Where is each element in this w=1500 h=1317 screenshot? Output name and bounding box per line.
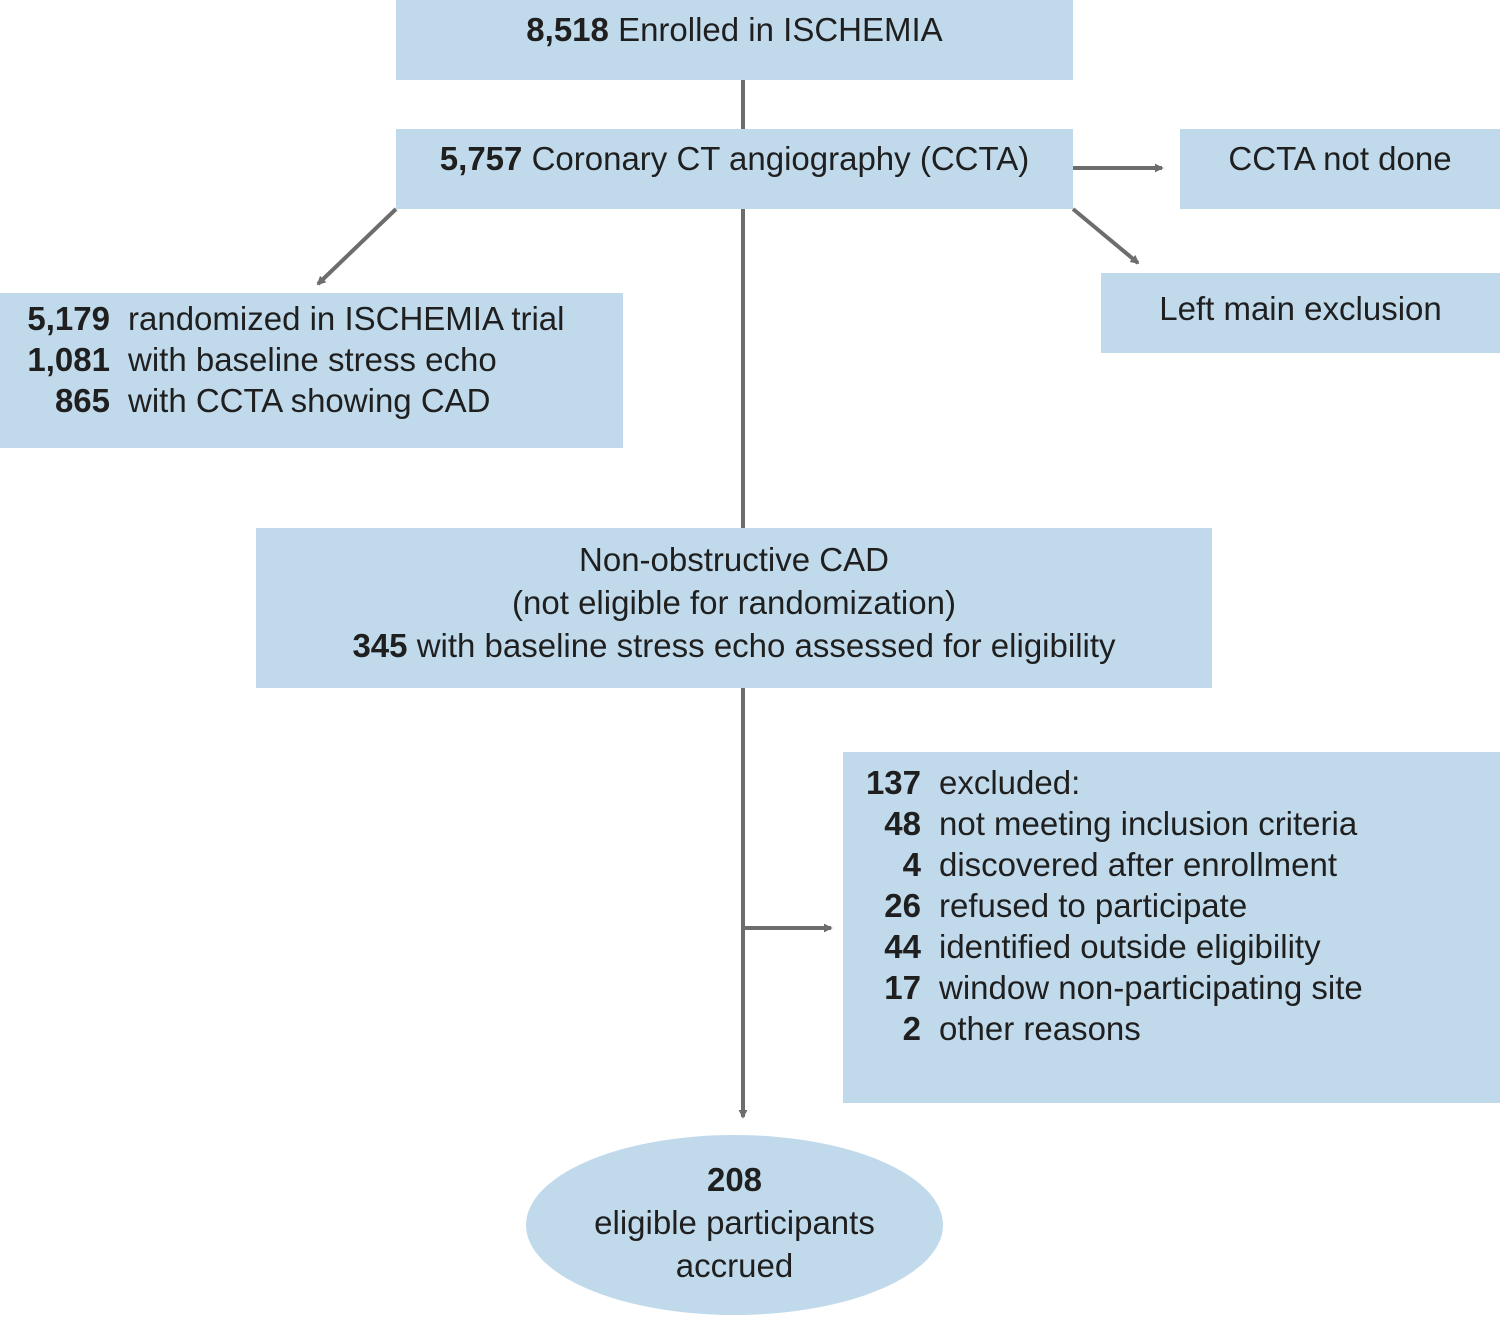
excluded-count: 4 [902,846,921,883]
enrolled-count: 8,518 [526,11,609,48]
randomized-count: 865 [54,382,110,419]
excluded-row: 137 excluded: [853,762,1500,803]
excluded-label: window non-participating site [939,969,1363,1006]
excluded-row: 44 identified outside eligibility [853,926,1500,967]
ccta-not-done-label: CCTA not done [1228,140,1452,177]
box-ccta: 5,757 Coronary CT angiography (CCTA) [396,129,1073,209]
eligible-label: eligible participants [594,1204,875,1241]
excluded-row: 48 not meeting inclusion criteria [853,803,1500,844]
randomized-row: 1,081 with baseline stress echo [10,339,623,380]
excluded-count: 26 [884,887,921,924]
randomized-count: 5,179 [27,300,110,337]
eligible-label-2: accrued [675,1247,794,1284]
nonobstructive-detail: with baseline stress echo assessed for e… [416,627,1116,664]
nonobstructive-title: Non-obstructive CAD [579,541,889,578]
randomized-label: randomized in ISCHEMIA trial [128,300,565,337]
arrow-randomized [316,207,398,286]
nonobstructive-count: 345 [352,627,408,664]
enrolled-label: Enrolled in ISCHEMIA [618,11,943,48]
excluded-label: not meeting inclusion criteria [939,805,1358,842]
ccta-count: 5,757 [439,140,523,177]
excluded-label: refused to participate [939,887,1248,924]
box-nonobstructive-cad: Non-obstructive CAD (not eligible for ra… [256,528,1212,688]
excluded-row: 26 refused to participate [853,885,1500,926]
ccta-label: Coronary CT angiography (CCTA) [531,140,1030,177]
excluded-row: 2 other reasons [853,1008,1500,1049]
randomized-row: 865 with CCTA showing CAD [10,380,623,421]
box-randomized: 5,179 randomized in ISCHEMIA trial 1,081… [0,293,623,448]
box-ccta-not-done: CCTA not done [1180,129,1500,209]
randomized-count: 1,081 [27,341,110,378]
randomized-row: 5,179 randomized in ISCHEMIA trial [10,298,623,339]
excluded-count: 17 [884,969,921,1006]
randomized-label: with CCTA showing CAD [128,382,491,419]
excluded-count: 44 [884,928,921,965]
excluded-row: 4 discovered after enrollment [853,844,1500,885]
oval-eligible-participants: 208 eligible participants accrued [526,1135,943,1315]
arrow-left-main-exclusion [1071,207,1140,265]
excluded-count: 48 [884,805,921,842]
excluded-count: 137 [865,764,921,801]
nonobstructive-subtitle: (not eligible for randomization) [512,584,956,621]
randomized-label: with baseline stress echo [128,341,497,378]
excluded-count: 2 [902,1010,921,1047]
eligible-count: 208 [706,1161,763,1198]
box-left-main-exclusion: Left main exclusion [1101,273,1500,353]
excluded-label: discovered after enrollment [939,846,1338,883]
excluded-label: excluded: [939,764,1081,801]
excluded-label: identified outside eligibility [939,928,1321,965]
excluded-label: other reasons [939,1010,1141,1047]
box-excluded: 137 excluded: 48 not meeting inclusion c… [843,752,1500,1103]
left-main-label: Left main exclusion [1159,290,1442,327]
excluded-row: 17 window non-participating site [853,967,1500,1008]
box-enrolled: 8,518 Enrolled in ISCHEMIA [396,0,1073,80]
